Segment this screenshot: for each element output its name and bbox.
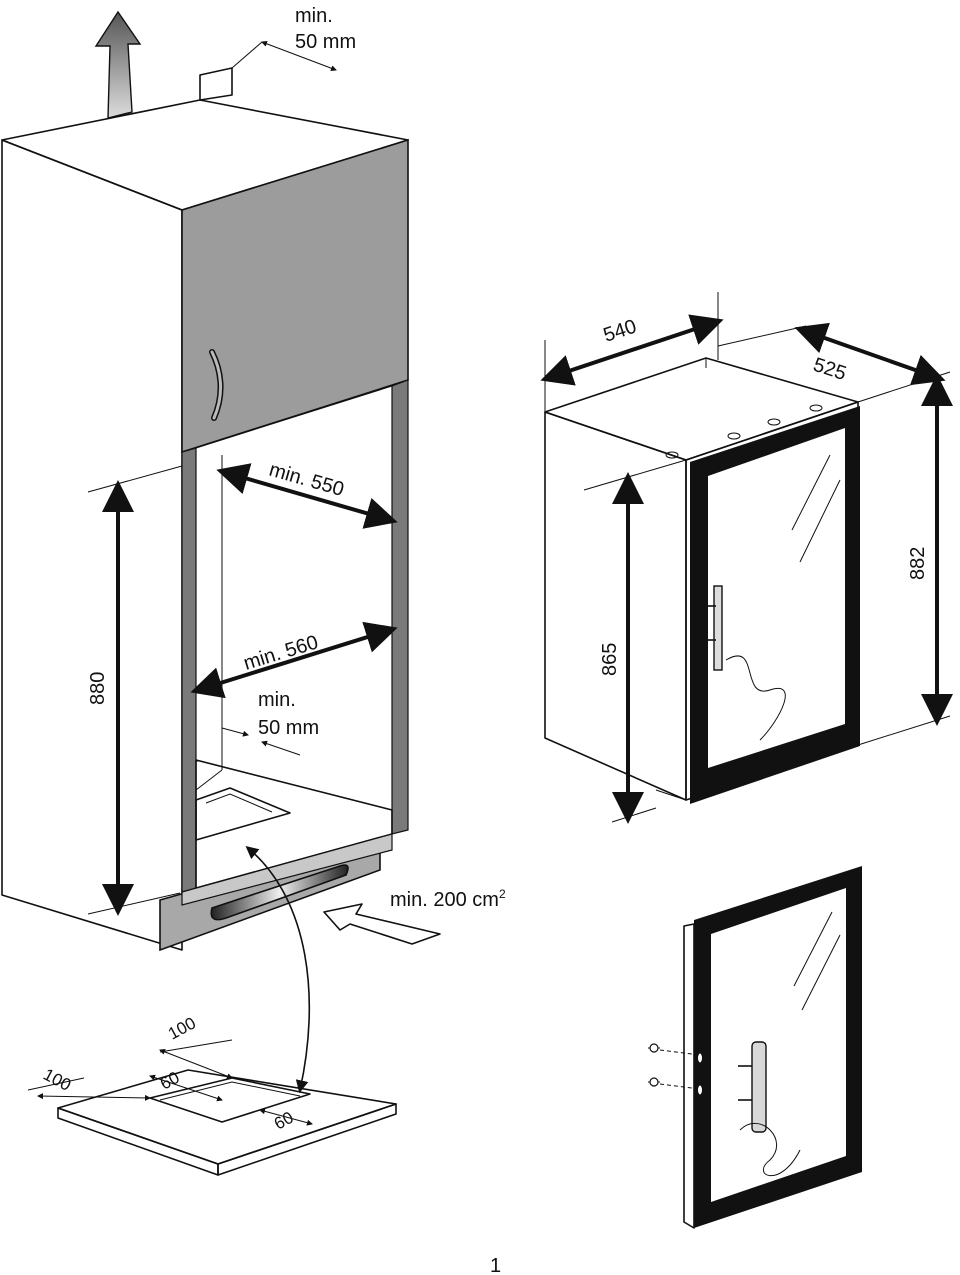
intake-arrow-icon [323,903,441,945]
unit-depth-label: 525 [810,354,849,385]
up-arrow-icon [94,10,142,119]
tall-cabinet [1,67,409,952]
unit-total-height-dimension: 882 [857,371,953,746]
top-vent-min-label: min. [295,5,333,27]
rear-vent-min-label: min. [258,689,296,711]
plinth-offset-b-label: 100 [165,1013,199,1043]
niche-depth-dimension: min. 550 [216,459,398,529]
rear-vent-mm-label: 50 mm [258,717,319,739]
unit-depth-dimension: 525 [717,322,946,386]
plinth-board: 100 100 60 60 [27,1013,397,1176]
top-vent-mm-label: 50 mm [295,31,356,53]
unit-width-dimension: 540 [540,292,724,412]
page-number: 1 [490,1255,501,1275]
intake-area-label: min. 200 cm2 [390,887,506,911]
unit-width-label: 540 [601,316,640,347]
unit-body-height-dimension: 865 [583,459,687,824]
niche-width-dimension: min. 560 [190,621,398,699]
niche-height-label: 880 [87,672,109,705]
curved-double-arrow-icon [245,845,311,1094]
unit-body-height-label: 865 [599,643,621,676]
plinth-offset-a-label: 100 [40,1065,74,1095]
plinth-cut-b-label: 60 [271,1108,297,1134]
door-detail [648,866,862,1229]
top-vent-dimension: min. 50 mm [231,5,356,72]
wine-cooler-unit [544,357,860,804]
unit-total-height-label: 882 [907,547,929,580]
screw-icon [648,1077,709,1091]
niche-height-dimension: 880 [87,480,134,916]
plinth-cut-a-label: 60 [157,1068,183,1094]
niche-width-label: min. 560 [241,631,321,674]
rear-vent-dimension: min. 50 mm [221,689,319,756]
screw-icon [648,1043,709,1057]
